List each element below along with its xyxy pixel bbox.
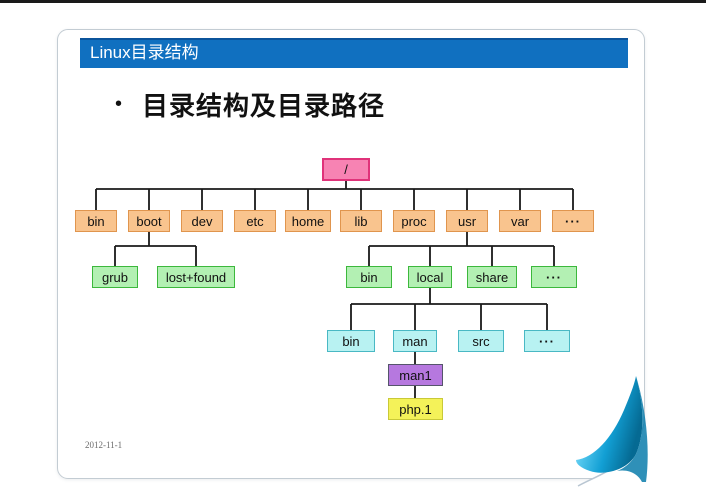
tree-node-lib: lib xyxy=(340,210,382,232)
heading-text: 目录结构及目录路径 xyxy=(142,91,386,121)
slide-title-bar: Linux目录结构 xyxy=(80,38,628,68)
slide-heading: • 目录结构及目录路径 xyxy=(115,86,385,123)
tree-node-man1: man1 xyxy=(388,364,443,386)
tree-node-lost-found: lost+found xyxy=(157,266,235,288)
tree-node-local-bin: bin xyxy=(327,330,375,352)
slide-title: Linux目录结构 xyxy=(90,43,199,62)
tree-node-dev: dev xyxy=(181,210,223,232)
tree-node-share: share xyxy=(467,266,517,288)
tree-node-grub: grub xyxy=(92,266,138,288)
tree-node-man: man xyxy=(393,330,437,352)
tree-node-ellipsis-1: ··· xyxy=(552,210,594,232)
tree-node-ellipsis-2: ··· xyxy=(531,266,577,288)
tree-node-ellipsis-3: ··· xyxy=(524,330,570,352)
bullet-icon: • xyxy=(115,93,123,115)
tree-node-php1: php.1 xyxy=(388,398,443,420)
tree-node-src: src xyxy=(458,330,504,352)
slide-date: 2012-11-1 xyxy=(85,440,123,450)
tree-node-boot: boot xyxy=(128,210,170,232)
tree-node-proc: proc xyxy=(393,210,435,232)
tree-node-var: var xyxy=(499,210,541,232)
page-curl-icon xyxy=(576,376,676,492)
top-divider xyxy=(0,0,706,3)
tree-node-root: / xyxy=(322,158,370,181)
tree-node-local: local xyxy=(408,266,452,288)
tree-node-etc: etc xyxy=(234,210,276,232)
tree-node-home: home xyxy=(285,210,331,232)
tree-node-bin: bin xyxy=(75,210,117,232)
tree-node-usr-bin: bin xyxy=(346,266,392,288)
tree-node-usr: usr xyxy=(446,210,488,232)
